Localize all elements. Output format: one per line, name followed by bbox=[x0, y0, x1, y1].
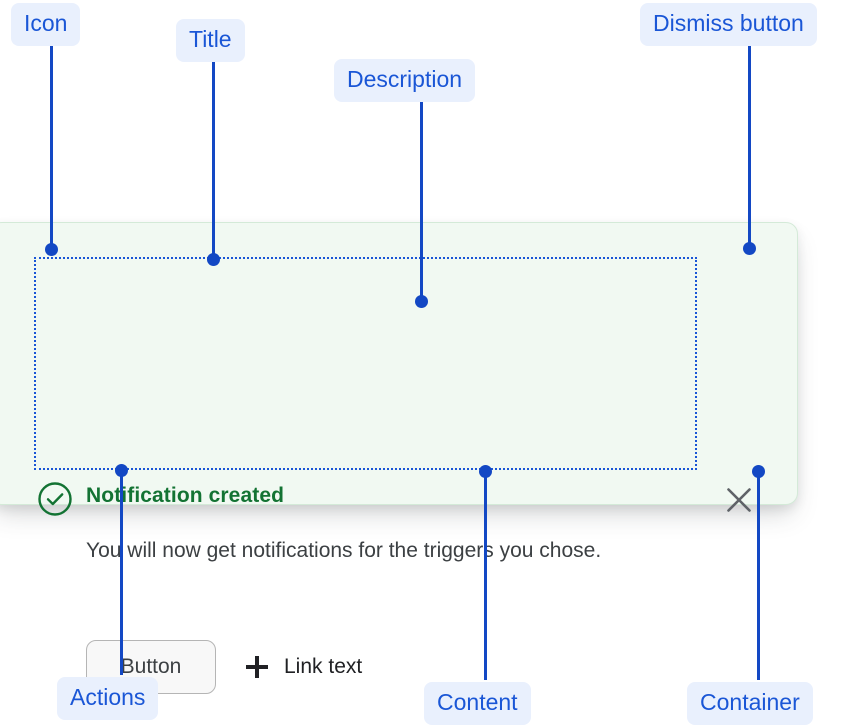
annotation-label-actions: Actions bbox=[57, 677, 159, 720]
notification-title: Notification created bbox=[86, 484, 285, 507]
annotation-label-container: Container bbox=[687, 682, 813, 725]
leader-line-dismiss bbox=[748, 44, 751, 249]
notification-container: Notification created You will now get no… bbox=[0, 222, 798, 694]
action-link[interactable]: Link text bbox=[246, 655, 362, 679]
leader-dot-dismiss bbox=[743, 242, 756, 255]
leader-dot-description bbox=[415, 295, 428, 308]
annotation-label-content: Content bbox=[424, 682, 531, 725]
notification-description: You will now get notifications for the t… bbox=[86, 539, 602, 562]
action-link-label: Link text bbox=[284, 655, 363, 678]
close-icon[interactable] bbox=[724, 485, 754, 515]
leader-line-container bbox=[757, 470, 760, 680]
notification-card-inner: Notification created You will now get no… bbox=[0, 223, 797, 694]
leader-dot-title bbox=[207, 253, 220, 266]
annotation-label-dismiss-button: Dismiss button bbox=[640, 3, 817, 46]
leader-dot-content bbox=[479, 465, 492, 478]
leader-line-icon bbox=[50, 44, 53, 249]
leader-dot-icon bbox=[45, 243, 58, 256]
leader-line-title bbox=[212, 60, 215, 259]
leader-line-content bbox=[484, 470, 487, 680]
leader-dot-container bbox=[752, 465, 765, 478]
annotation-label-icon: Icon bbox=[11, 3, 81, 46]
plus-icon bbox=[246, 656, 268, 678]
leader-dot-actions bbox=[115, 464, 128, 477]
leader-line-actions bbox=[120, 470, 123, 675]
leader-line-description bbox=[420, 100, 423, 300]
circle-check-icon bbox=[37, 481, 73, 517]
annotation-label-title: Title bbox=[176, 19, 245, 62]
annotation-label-description: Description bbox=[334, 59, 476, 102]
